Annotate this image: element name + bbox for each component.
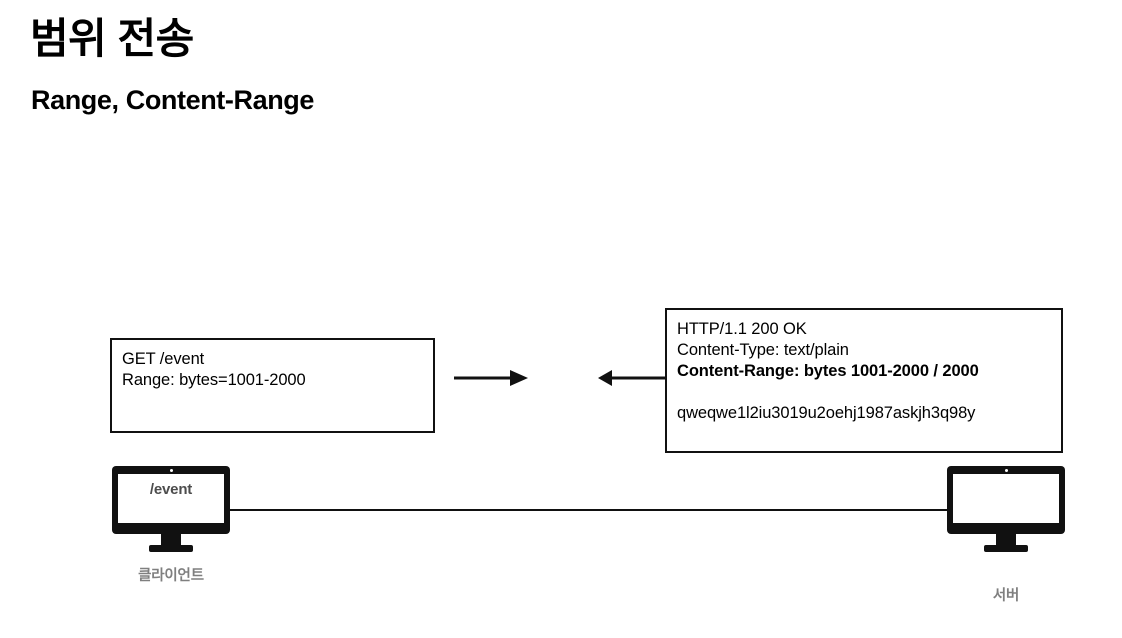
- server-label: 서버: [992, 588, 1020, 604]
- response-content-range-header: Content-Range: bytes 1001-2000 / 2000: [677, 362, 979, 380]
- client-label: 클라이언트: [138, 568, 204, 584]
- webcam-dot-icon: [169, 469, 173, 472]
- page-subtitle: Range, Content-Range: [31, 85, 315, 115]
- response-status-line: HTTP/1.1 200 OK: [677, 320, 807, 338]
- client-screen-path-text: /event: [149, 481, 193, 498]
- client-monitor-stand-base: [149, 545, 193, 552]
- server-monitor: 서버: [947, 466, 1065, 604]
- response-body-text: qweqwe1l2iu3019u2oehj1987askjh3q98y: [677, 404, 976, 422]
- left-arrow-icon: [598, 367, 668, 389]
- request-line-range-header: Range: bytes=1001-2000: [122, 371, 306, 389]
- server-monitor-stand-base: [984, 545, 1028, 552]
- right-arrow-icon: [454, 367, 528, 389]
- server-monitor-stand-neck: [996, 534, 1016, 546]
- client-monitor-stand-neck: [161, 534, 181, 546]
- response-content-type-header: Content-Type: text/plain: [677, 341, 849, 359]
- server-monitor-screen: [953, 474, 1059, 523]
- network-cable-line: [227, 509, 952, 511]
- client-monitor: /event 클라이언트: [112, 466, 230, 584]
- request-line-method: GET /event: [122, 350, 205, 368]
- http-response-box: HTTP/1.1 200 OK Content-Type: text/plain…: [665, 308, 1063, 453]
- webcam-dot-icon: [1004, 469, 1008, 472]
- http-request-box: GET /event Range: bytes=1001-2000: [110, 338, 435, 433]
- client-monitor-screen: /event: [118, 474, 224, 523]
- page-title: 범위 전송: [30, 15, 194, 62]
